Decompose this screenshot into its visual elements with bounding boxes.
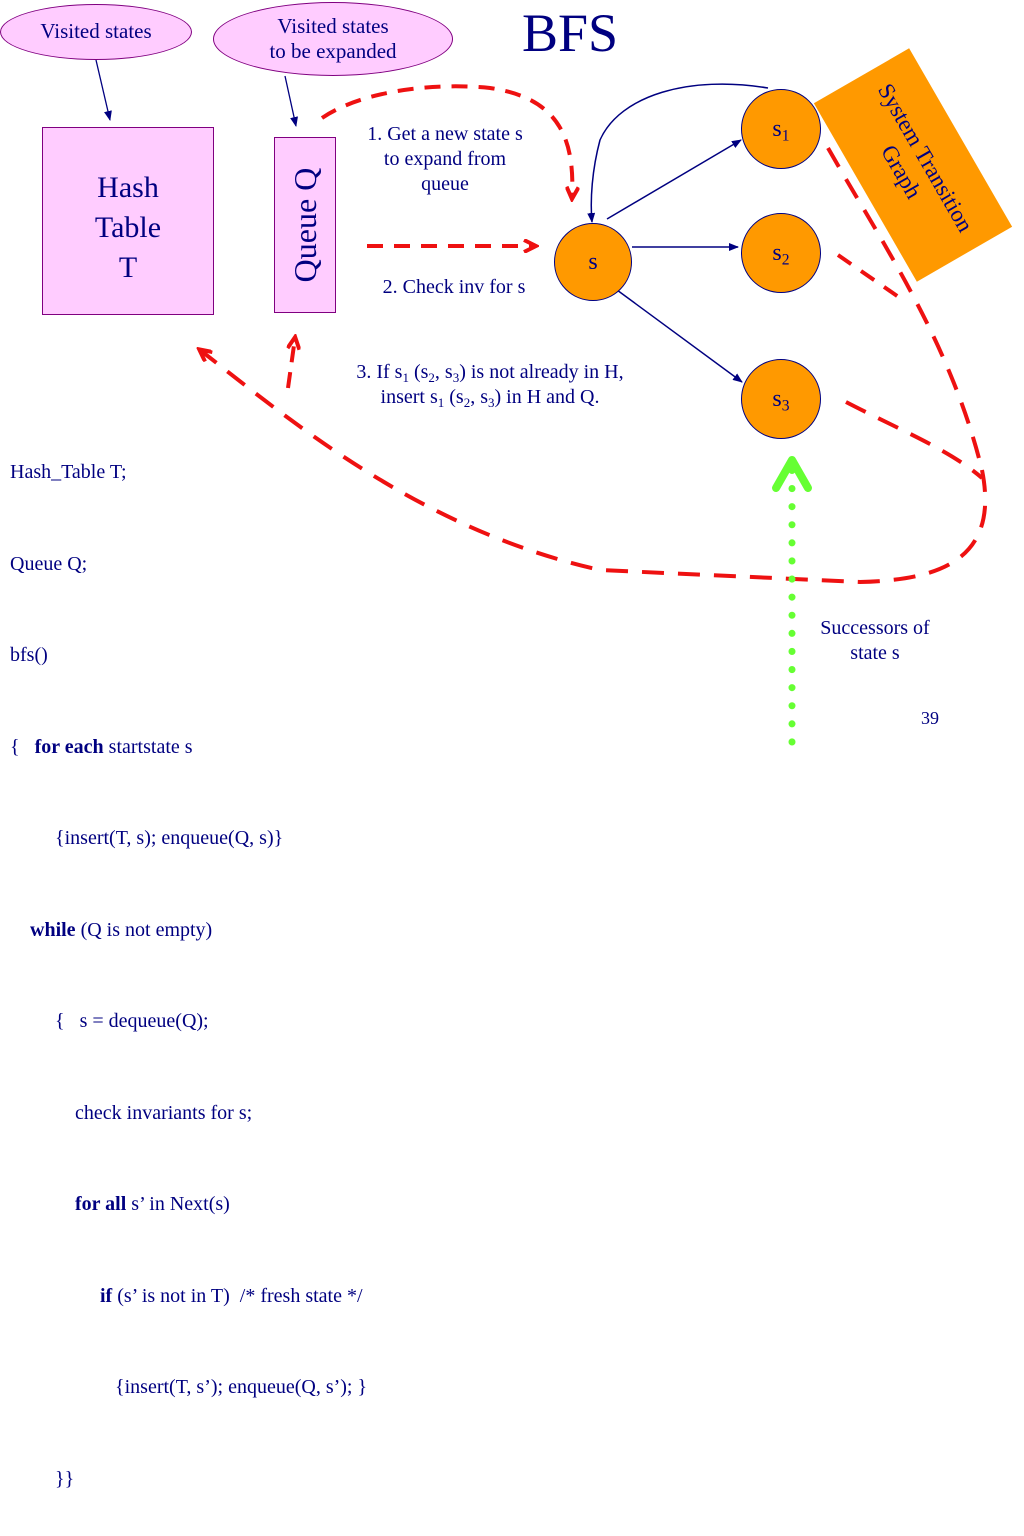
hash-table-line3: T	[118, 251, 138, 284]
node-s: s	[554, 223, 632, 301]
code-line: Queue Q;	[10, 552, 88, 575]
step2-text: 2. Check inv for s	[382, 276, 526, 298]
red-arrow-s3-right	[845, 400, 984, 480]
callout-expand-line2: to be expanded	[269, 39, 397, 63]
slide: BFS Visited states Visited states to be …	[0, 2, 1013, 1490]
callout-visited-to-expand: Visited states to be expanded	[213, 2, 453, 76]
callout-pointer-visited	[95, 59, 112, 121]
code-line: while (Q is not empty)	[30, 918, 213, 941]
bfs-code-listing: Hash_Table T; Queue Q; bfs() { for each …	[10, 396, 367, 1536]
callout-expand-line1: Visited states	[277, 13, 389, 38]
step1-line1: 1. Get a new state s	[367, 123, 523, 145]
red-arrow-into-queue	[286, 338, 295, 389]
green-arrowhead	[772, 456, 812, 492]
slide-title: BFS	[521, 3, 619, 63]
successors-line1: Successors of	[820, 617, 930, 639]
code-line: if (s’ is not in T) /* fresh state */	[100, 1284, 363, 1307]
hash-table-box: Hash Table T	[42, 127, 214, 315]
connector-layer	[95, 59, 988, 746]
edge-s-to-s1	[606, 139, 742, 220]
node-s-label: s	[588, 248, 598, 275]
code-line: }}	[10, 1467, 75, 1490]
callout-visited-states-label: Visited states	[40, 19, 152, 44]
node-s3: s3	[741, 359, 821, 439]
red-arrow-dequeue	[320, 84, 572, 198]
code-line: for all s’ in Next(s)	[75, 1193, 230, 1215]
slide-number: 39	[921, 708, 939, 728]
code-line: check invariants for s;	[10, 1101, 253, 1124]
node-s1-label: s1	[772, 115, 790, 145]
queue-label: Queue Q	[287, 167, 323, 283]
step1-line2: to expand from	[383, 148, 507, 170]
node-s2: s2	[741, 213, 821, 293]
successors-line2: state s	[850, 642, 900, 664]
code-line: {insert(T, s); enqueue(Q, s)}	[10, 827, 284, 849]
callout-visited-states: Visited states	[0, 4, 192, 60]
step3-text: 3. If s1 (s2, s3) is not already in H, i…	[300, 360, 680, 410]
node-s2-label: s2	[772, 239, 790, 269]
edge-s1-to-s-loop	[587, 83, 769, 223]
callout-pointer-queue	[284, 75, 298, 127]
edge-s-to-s3	[616, 289, 743, 383]
step1-line3: queue	[421, 173, 469, 195]
code-line: {insert(T, s’); enqueue(Q, s’); }	[10, 1376, 368, 1398]
red-arrow-s1-right	[826, 147, 984, 471]
code-line: bfs()	[10, 644, 48, 666]
red-arrow-s2-right	[836, 253, 902, 300]
red-arrow-return-loop	[200, 350, 988, 585]
code-line: { for each startstate s	[10, 735, 193, 758]
step1-text: 1. Get a new state s to expand from queu…	[340, 122, 550, 197]
code-line: { s = dequeue(Q);	[10, 1010, 209, 1032]
hash-table-line1: Hash	[97, 171, 159, 204]
step3-line2: insert s1 (s2, s3) in H and Q.	[380, 386, 600, 410]
successors-label: Successors of state s	[790, 616, 960, 666]
hash-table-line2: Table	[94, 211, 162, 244]
code-line: Hash_Table T;	[10, 461, 127, 483]
node-s3-label: s3	[772, 385, 790, 415]
node-s1: s1	[741, 89, 821, 169]
step3-line1: 3. If s1 (s2, s3) is not already in H,	[356, 361, 624, 385]
queue-box: Queue Q	[274, 137, 336, 313]
